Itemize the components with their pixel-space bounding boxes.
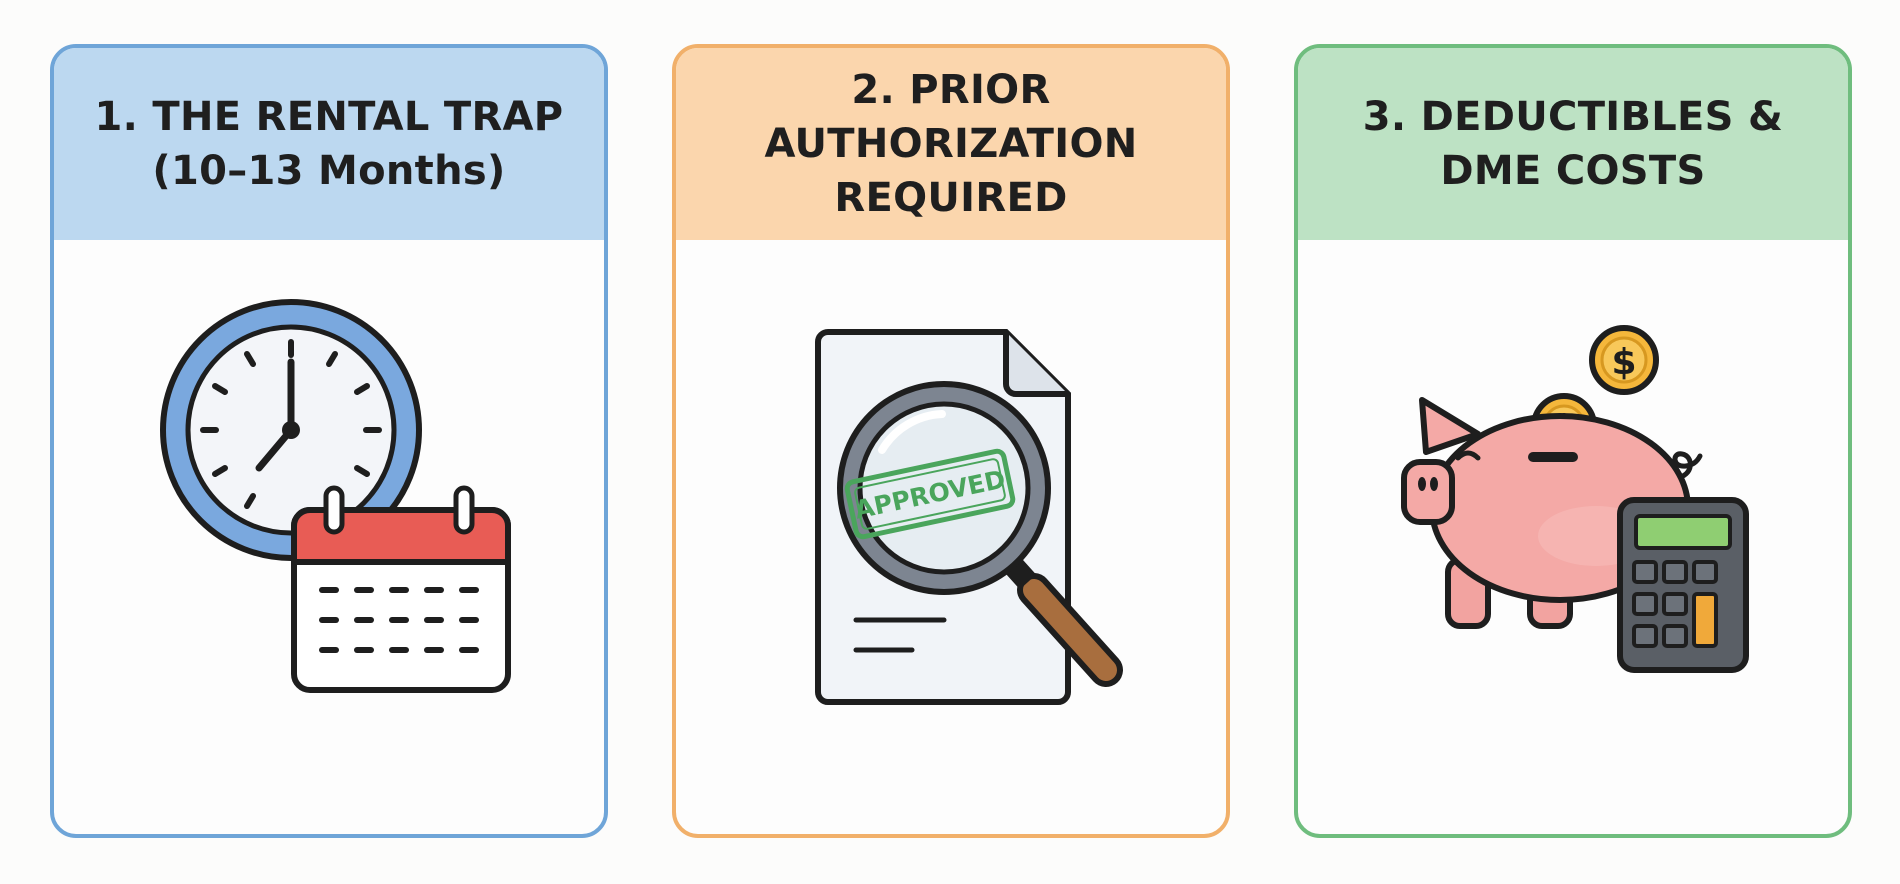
clock-icon bbox=[160, 299, 422, 561]
card-body bbox=[54, 240, 604, 834]
deductibles-illustration: $ $ bbox=[1401, 325, 1749, 673]
card-body: $ $ bbox=[1298, 240, 1848, 834]
prior-authorization-illustration: APPROVED bbox=[815, 329, 1123, 705]
coin-icon: $ bbox=[1589, 325, 1659, 395]
rental-trap-illustration bbox=[160, 299, 511, 693]
card-prior-authorization: 2. PRIOR AUTHORIZATION REQUIRED bbox=[672, 44, 1230, 838]
coin-symbol: $ bbox=[1611, 342, 1636, 383]
card-body: APPROVED bbox=[676, 240, 1226, 834]
card-header: 3. DEDUCTIBLES & DME COSTS bbox=[1298, 48, 1848, 240]
card-deductibles: 3. DEDUCTIBLES & DME COSTS $ $ bbox=[1294, 44, 1852, 838]
card-title: 2. PRIOR AUTHORIZATION REQUIRED bbox=[764, 67, 1138, 221]
card-rental-trap: 1. THE RENTAL TRAP (10–13 Months) bbox=[50, 44, 608, 838]
calculator-icon bbox=[1617, 497, 1749, 673]
card-title: 1. THE RENTAL TRAP (10–13 Months) bbox=[94, 94, 564, 194]
card-header: 2. PRIOR AUTHORIZATION REQUIRED bbox=[676, 48, 1226, 240]
card-title: 3. DEDUCTIBLES & DME COSTS bbox=[1362, 94, 1784, 194]
card-header: 1. THE RENTAL TRAP (10–13 Months) bbox=[54, 48, 604, 240]
calendar-icon bbox=[291, 485, 511, 693]
